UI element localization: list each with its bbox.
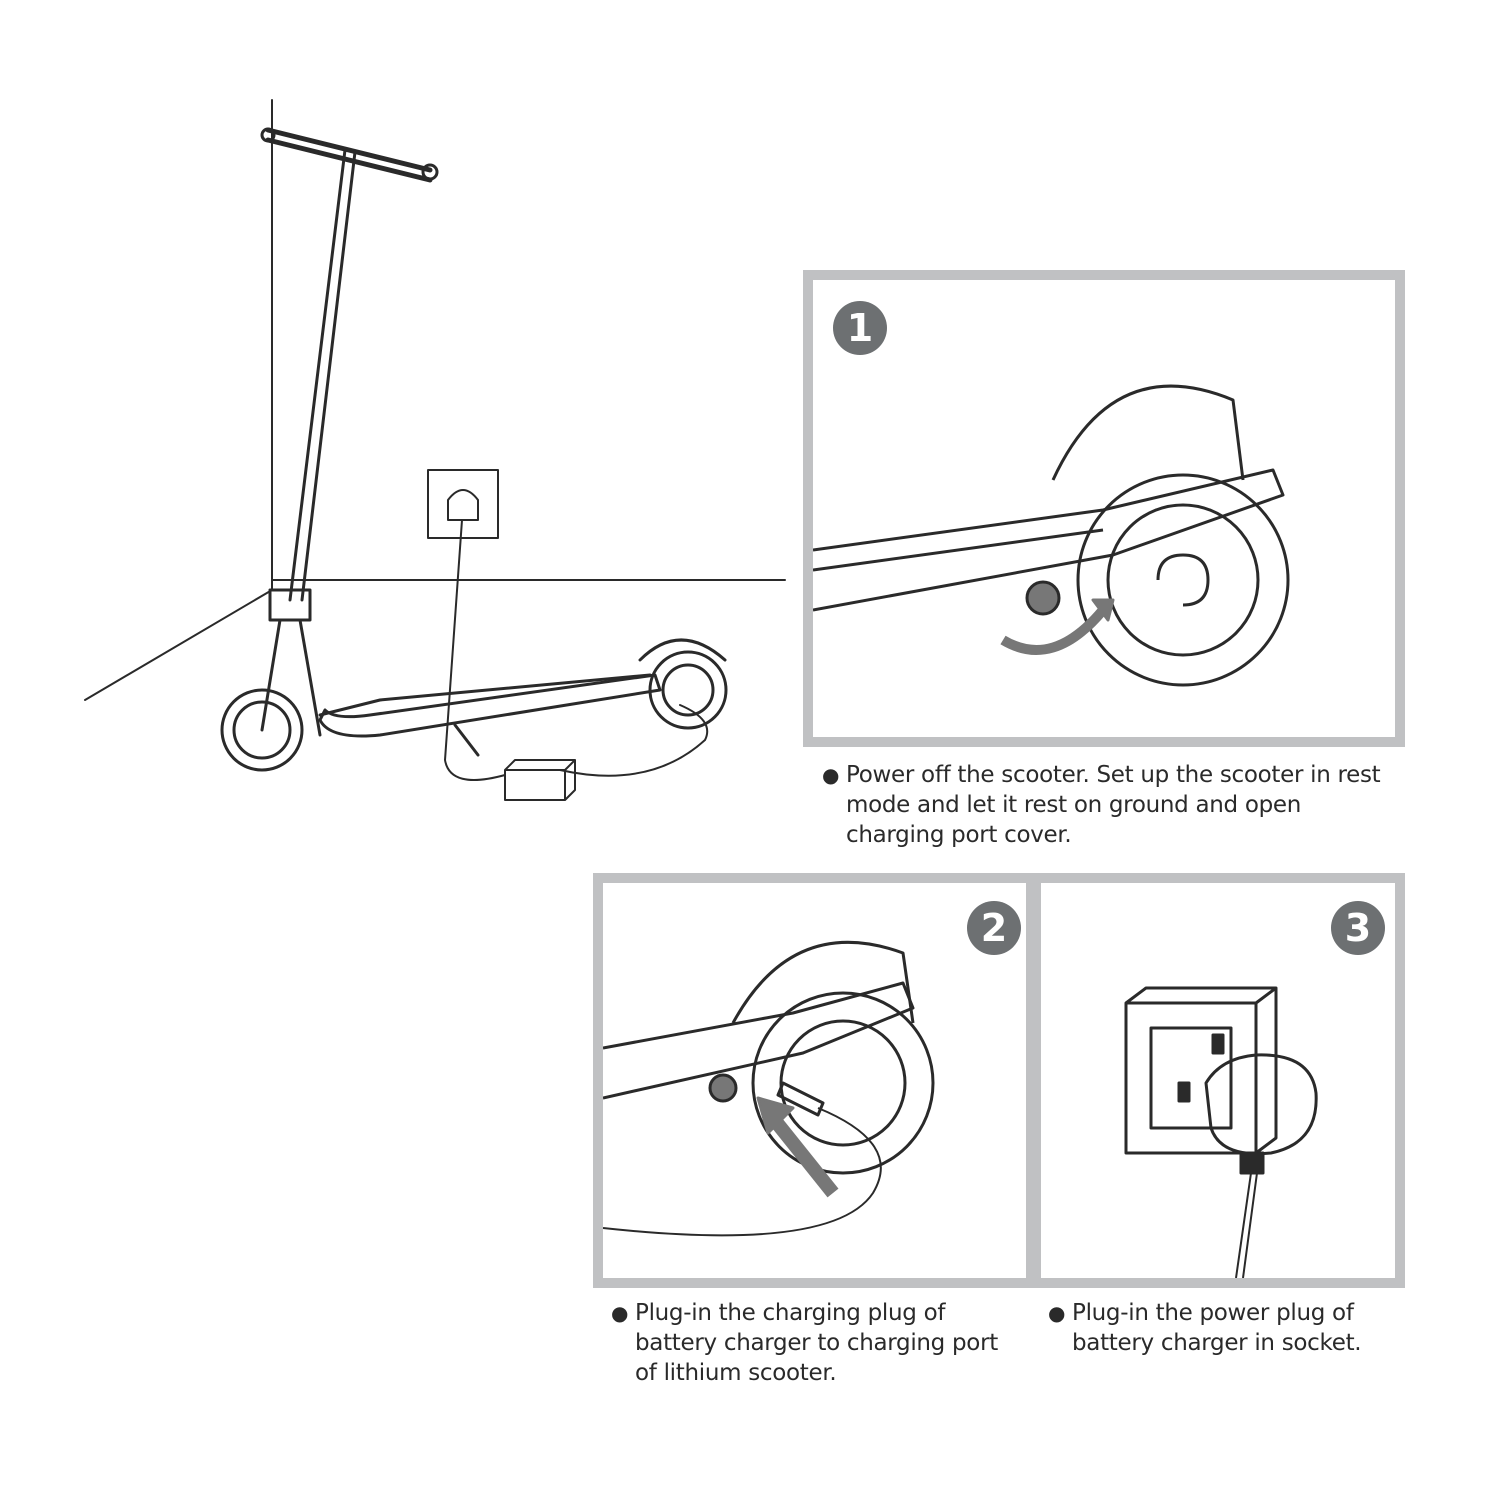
- power-cable: [1235, 1172, 1258, 1278]
- bullet-icon: ●: [1048, 1301, 1066, 1325]
- charger-cable: [603, 1107, 882, 1237]
- charger-cable: [444, 519, 709, 781]
- step-3-caption: ● Plug-in the power plug of battery char…: [1048, 1300, 1362, 1356]
- step-2-panel: 2: [593, 873, 1036, 1288]
- stem: [288, 148, 357, 602]
- wall-socket: [1124, 986, 1278, 1155]
- scooter-overview-illustration: [84, 99, 786, 801]
- fork: [260, 618, 322, 737]
- step-1-panel: 1: [803, 270, 1405, 747]
- step-2-badge: 2: [967, 901, 1021, 955]
- charger-brick: [504, 759, 576, 801]
- step-2-illustration: [603, 940, 935, 1237]
- step-1-badge: 1: [833, 301, 887, 355]
- rear-fender: [1051, 384, 1245, 481]
- insert-arrow: [767, 1113, 839, 1198]
- rear-fender: [638, 638, 727, 662]
- rear-wheel: [1076, 473, 1290, 687]
- step-1-caption: ● Power off the scooter. Set up the scoo…: [822, 762, 1381, 848]
- rear-wheel: [648, 650, 728, 730]
- open-arrow: [1000, 606, 1107, 655]
- floor-line-left: [84, 589, 273, 701]
- deck-arm: [813, 468, 1285, 612]
- step-3-panel: 3: [1031, 873, 1405, 1288]
- front-wheel: [220, 688, 304, 772]
- charging-port-cover: [708, 1073, 738, 1103]
- deck: [318, 673, 662, 738]
- step-2-caption: ● Plug-in the charging plug of battery c…: [611, 1300, 998, 1386]
- power-plug: [1204, 1053, 1318, 1156]
- stem-clamp: [268, 588, 312, 622]
- step-3-illustration: [1124, 986, 1318, 1278]
- handlebar: [265, 127, 433, 183]
- bullet-icon: ●: [611, 1301, 629, 1325]
- deck-arm: [603, 981, 915, 1100]
- charging-plug: [776, 1081, 825, 1117]
- rear-wheel: [751, 991, 935, 1175]
- kickstand: [453, 723, 480, 757]
- wall-socket: [427, 469, 499, 539]
- bullet-icon: ●: [822, 763, 840, 787]
- step-1-illustration: [813, 384, 1290, 687]
- step-3-badge: 3: [1331, 901, 1385, 955]
- charging-port-cover: [1025, 580, 1061, 616]
